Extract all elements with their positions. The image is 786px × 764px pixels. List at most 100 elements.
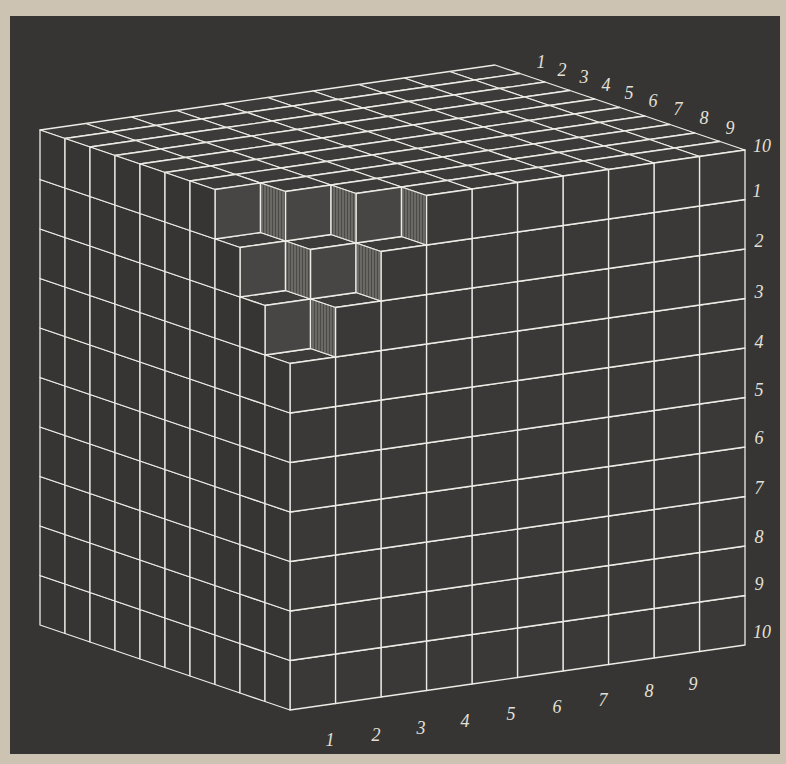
cube-front-face xyxy=(215,183,261,239)
axis-number: 3 xyxy=(755,283,764,301)
cube-front-face xyxy=(336,301,382,357)
cube-side-face xyxy=(165,222,190,280)
cube-side-face xyxy=(190,280,215,338)
cube-front-face xyxy=(472,232,518,288)
cube-front-face xyxy=(654,503,700,559)
cube-front-face xyxy=(609,460,655,516)
cube-side-face xyxy=(140,412,165,470)
cube-side-face xyxy=(215,586,240,644)
axis-number: 1 xyxy=(326,731,335,749)
cube-front-face xyxy=(290,456,336,512)
cube-front-face xyxy=(700,546,746,602)
cube-side-face xyxy=(215,536,240,594)
cube-side-face xyxy=(165,321,190,379)
cube-front-face xyxy=(427,189,473,245)
cube-side-face xyxy=(240,594,265,652)
cube-side-face xyxy=(65,436,90,494)
cube-side-face xyxy=(140,362,165,420)
cube-side-face xyxy=(65,238,90,296)
cube-front-face xyxy=(609,262,655,318)
cube-front-face xyxy=(427,239,473,295)
axis-number: 6 xyxy=(553,698,562,716)
cube-front-face xyxy=(311,243,357,299)
cube-side-face xyxy=(115,502,140,560)
cube-side-face xyxy=(115,601,140,659)
cube-side-face xyxy=(90,296,115,354)
cube-front-face xyxy=(427,635,473,691)
cube-front-face xyxy=(356,187,402,243)
cube-front-face xyxy=(381,295,427,351)
cube-side-face xyxy=(311,299,336,357)
cube-front-face xyxy=(609,361,655,417)
cube-side-face xyxy=(165,371,190,429)
axis-number: 3 xyxy=(580,68,589,86)
cube-front-face xyxy=(700,200,746,256)
cube-side-face xyxy=(215,437,240,495)
cube-side-face xyxy=(190,330,215,388)
axis-number: 9 xyxy=(755,575,764,593)
cube-side-face xyxy=(115,403,140,461)
cube-side-face xyxy=(402,187,427,245)
cube-front-face xyxy=(381,344,427,400)
cube-front-face xyxy=(427,338,473,394)
cube-front-face xyxy=(472,282,518,338)
axis-number: 2 xyxy=(755,232,764,250)
cube-side-face xyxy=(115,453,140,511)
cube-side-face xyxy=(140,313,165,371)
cube-front-face xyxy=(336,450,382,506)
cube-front-face xyxy=(654,355,700,411)
cube-front-face xyxy=(381,641,427,697)
axis-number: 7 xyxy=(755,479,764,497)
cube-front-face xyxy=(654,404,700,460)
cube-front-face xyxy=(563,467,609,523)
axis-number: 7 xyxy=(599,691,608,709)
cube-side-face xyxy=(40,180,65,238)
cube-front-face xyxy=(700,348,746,404)
cube-side-face xyxy=(215,388,240,446)
cube-side-face xyxy=(140,214,165,272)
cube-side-face xyxy=(40,576,65,634)
cube-side-face xyxy=(286,241,311,299)
cube-side-face xyxy=(140,560,165,618)
axis-number: 5 xyxy=(507,705,516,723)
axis-number: 7 xyxy=(674,100,683,118)
axis-number: 9 xyxy=(726,119,735,137)
cube-side-face xyxy=(190,231,215,289)
cube-side-face xyxy=(140,461,165,519)
cube-front-face xyxy=(609,559,655,615)
cube-side-face xyxy=(190,429,215,487)
cube-side-face xyxy=(90,444,115,502)
cube-front-face xyxy=(518,523,564,579)
cube-front-face xyxy=(472,381,518,437)
cube-front-face xyxy=(518,275,564,331)
cube-front-face xyxy=(563,368,609,424)
cube-front-face xyxy=(286,185,332,241)
cube-side-face xyxy=(65,139,90,197)
cube-front-face xyxy=(563,219,609,275)
axis-number: 9 xyxy=(689,675,698,693)
axis-number: 4 xyxy=(461,712,470,730)
cube-front-face xyxy=(472,430,518,486)
cube-side-face xyxy=(190,181,215,239)
cube-front-face xyxy=(563,417,609,473)
cube-front-face xyxy=(336,598,382,654)
cube-side-face xyxy=(40,427,65,485)
dark-panel xyxy=(10,16,780,754)
cube-front-face xyxy=(700,299,746,355)
cube-side-face xyxy=(140,610,165,668)
cube-front-face xyxy=(563,170,609,226)
cube-front-face xyxy=(563,269,609,325)
cube-front-face xyxy=(290,407,336,463)
cube-front-face xyxy=(700,497,746,553)
cube-side-face xyxy=(115,304,140,362)
cube-front-face xyxy=(427,536,473,592)
axis-number: 8 xyxy=(645,682,654,700)
cube-front-face xyxy=(518,325,564,381)
cube-side-face xyxy=(265,405,290,463)
cube-side-face xyxy=(240,446,265,504)
cube-side-face xyxy=(115,205,140,263)
cube-side-face xyxy=(40,328,65,386)
cube-side-face xyxy=(190,528,215,586)
cube-front-face xyxy=(381,443,427,499)
cube-side-face xyxy=(90,345,115,403)
